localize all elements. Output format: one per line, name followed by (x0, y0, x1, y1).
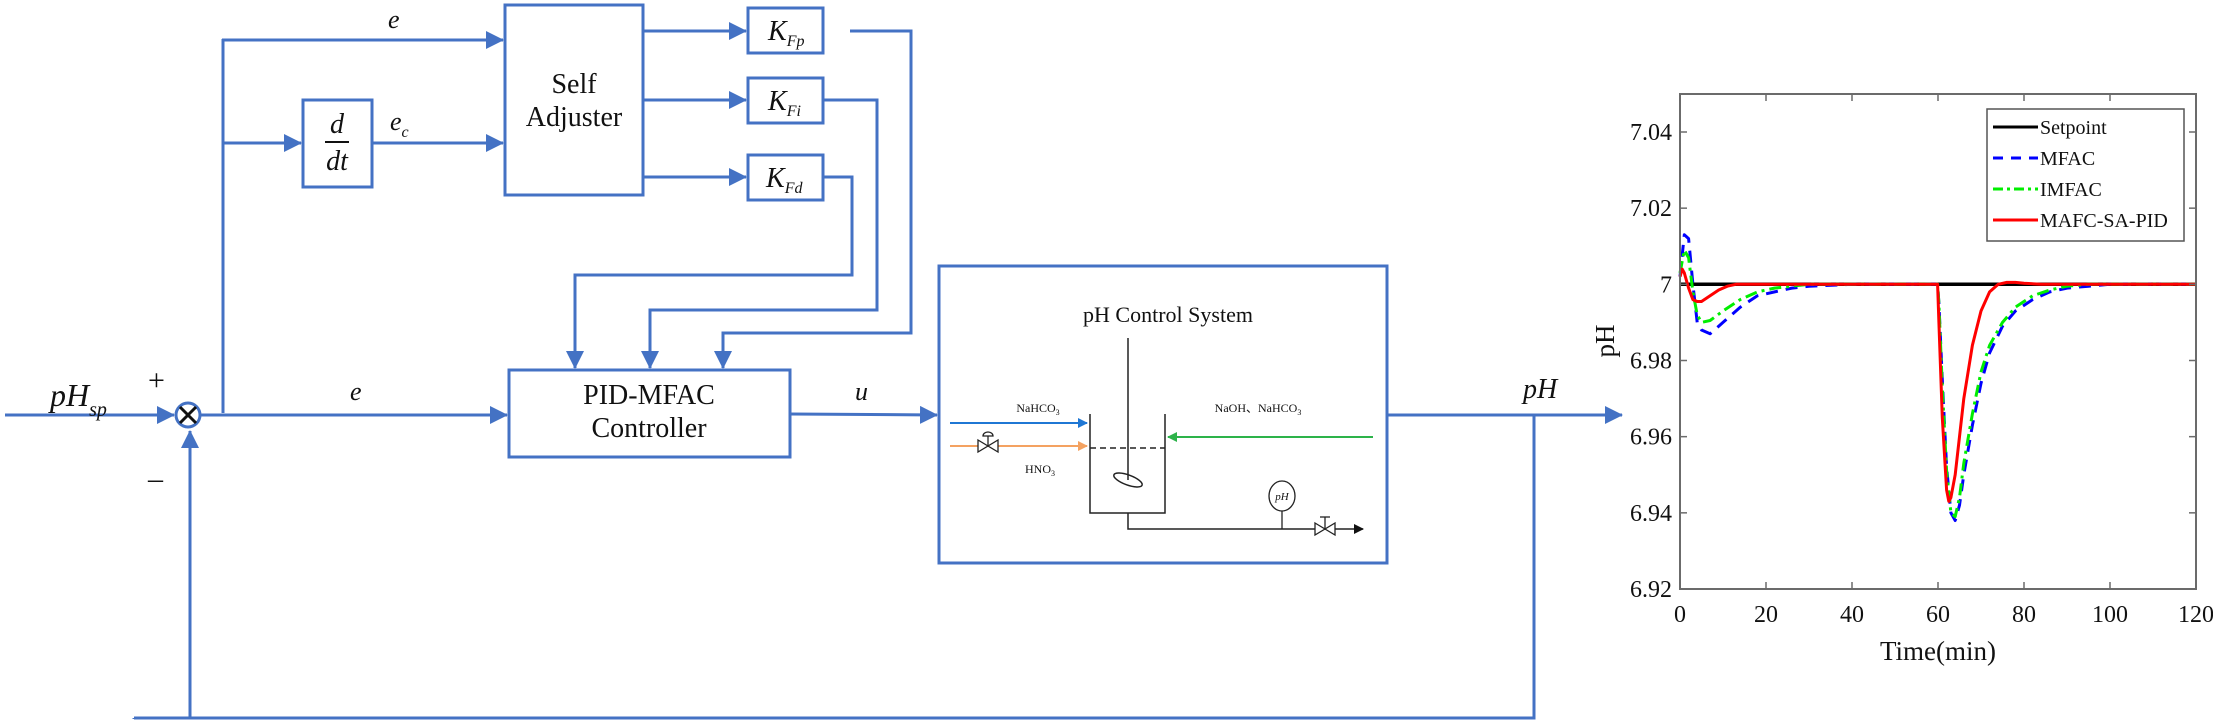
stirrer-impeller-icon (1113, 472, 1143, 488)
x-tick-label: 80 (2012, 602, 2036, 628)
derivative-block[interactable]: d dt (301, 98, 374, 189)
controller-label-1: PID-MFAC (583, 380, 715, 411)
legend-label: MAFC-SA-PID (2040, 210, 2168, 232)
x-axis-label: Time(min) (1880, 636, 1996, 666)
y-tick-label: 6.98 (1630, 349, 1672, 375)
minus-sign: – (147, 462, 164, 495)
svg-text:KFi: KFi (767, 86, 801, 120)
gain-block-kfp[interactable]: KFp (746, 6, 825, 55)
outlet-pipe (1127, 513, 1364, 534)
ph-response-chart: 0 20 40 60 80 100 120 6.92 6.94 6.96 6.98 7 7.02 7.04… (1590, 93, 2213, 666)
legend-label: IMFAC (2040, 179, 2102, 201)
gain-block-kfd[interactable]: KFd (746, 153, 825, 202)
y-tick-label: 6.96 (1630, 425, 1672, 451)
kfd-to-controller-wire (566, 175, 854, 369)
derivative-numerator: d (330, 109, 345, 140)
chart-ticks-group: 0 20 40 60 80 100 120 6.92 6.94 6.96 6.98 7 7.02 7.04 (1630, 94, 2213, 628)
signal-wires (5, 22, 1623, 720)
plus-sign: + (148, 364, 165, 397)
self-adjuster-label-2: Adjuster (526, 102, 623, 133)
svg-text:pH: pH (1274, 491, 1290, 503)
chart-series-group (1678, 233, 2196, 522)
legend-label: Setpoint (2040, 117, 2107, 139)
error-label-main: e (350, 377, 362, 406)
summing-junction (174, 401, 202, 429)
base-stream-label: NaOH、NaHCO3 (1215, 401, 1302, 417)
svg-text:KFp: KFp (767, 16, 804, 50)
setpoint-label: pHsp (48, 377, 107, 421)
outlet-valve-icon[interactable] (1314, 516, 1336, 537)
x-tick-label: 40 (1840, 602, 1864, 628)
y-tick-label: 7 (1660, 272, 1672, 298)
error-label-top: e (388, 5, 400, 34)
control-signal-label: u (855, 377, 868, 406)
ph-control-system-block[interactable]: pH Control System NaHCO3 HNO3 NaOH、NaHCO… (937, 264, 1389, 565)
svg-text:KFd: KFd (765, 163, 803, 197)
plant-title: pH Control System (1083, 302, 1253, 327)
legend-label: MFAC (2040, 148, 2095, 170)
derivative-denominator: dt (326, 146, 349, 177)
valve-icon[interactable] (977, 431, 999, 454)
pid-mfac-controller-block[interactable]: PID-MFAC Controller (507, 368, 792, 459)
feedback-return-wire (181, 430, 1534, 720)
nahco3-label: NaHCO3 (1016, 401, 1059, 417)
series-line-mafc-sa-pid (1678, 267, 2196, 503)
x-tick-label: 120 (2178, 602, 2213, 628)
y-tick-label: 6.94 (1630, 501, 1672, 527)
ec-label: ec (390, 107, 409, 141)
control-signal-wire (789, 405, 938, 424)
x-tick-label: 60 (1926, 602, 1950, 628)
self-adjuster-label-1: Self (551, 69, 597, 100)
gain-block-kfi[interactable]: KFi (746, 76, 825, 125)
ph-sensor-icon: pH (1268, 480, 1296, 512)
hno3-label: HNO3 (1025, 462, 1055, 478)
y-tick-label: 6.92 (1630, 577, 1672, 603)
kfi-to-controller-wire (641, 98, 879, 369)
y-tick-label: 7.04 (1630, 120, 1672, 146)
self-adjuster-block[interactable]: Self Adjuster (503, 3, 645, 197)
y-tick-label: 7.02 (1630, 196, 1672, 222)
output-label: pH (1521, 374, 1559, 405)
x-tick-label: 0 (1674, 602, 1686, 628)
kfp-to-controller-wire (714, 29, 913, 369)
controller-label-2: Controller (591, 413, 707, 444)
x-tick-label: 100 (2092, 602, 2128, 628)
x-tick-label: 20 (1754, 602, 1778, 628)
y-axis-label: pH (1590, 325, 1620, 358)
series-line-imfac (1678, 248, 2196, 519)
